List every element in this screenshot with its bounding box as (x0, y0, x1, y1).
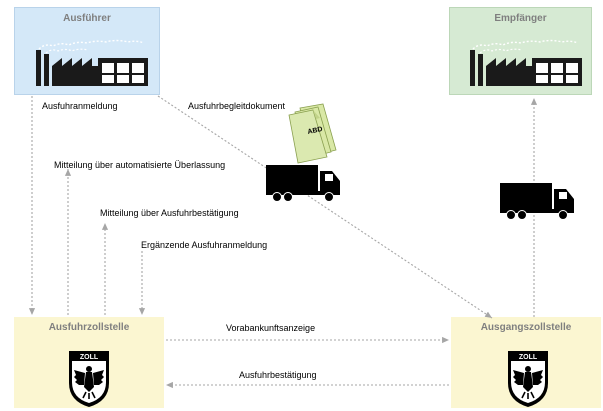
document-icon (288, 103, 337, 164)
consignee-title: Empfänger (494, 13, 547, 24)
document-label: ABD (307, 126, 323, 136)
label-release-notice: Mitteilung über automatisierte Überlassu… (54, 160, 226, 170)
label-advance-arrival-notice: Vorabankunftsanzeige (226, 323, 316, 333)
emblem-label: ZOLL (519, 354, 538, 361)
truck-icon (499, 182, 575, 220)
consignee-factory-icon (469, 39, 583, 87)
label-export-confirmation: Ausfuhrbestätigung (239, 370, 317, 380)
label-confirmation-notice: Mitteilung über Ausfuhrbestätigung (100, 208, 239, 218)
label-accompanying-document: Ausfuhrbegleitdokument (188, 101, 286, 111)
exporter-title: Ausführer (63, 13, 111, 24)
label-supplementary-declaration: Ergänzende Ausfuhranmeldung (141, 240, 268, 250)
exit-office-title: Ausgangszollstelle (480, 322, 572, 333)
emblem-label: ZOLL (80, 354, 99, 361)
arrow-accompanying-document (157, 95, 493, 319)
export-office-title: Ausfuhrzollstelle (48, 322, 130, 333)
truck-icon (265, 164, 341, 202)
exporter-factory-icon (35, 39, 149, 87)
label-export-declaration: Ausfuhranmeldung (42, 101, 118, 111)
